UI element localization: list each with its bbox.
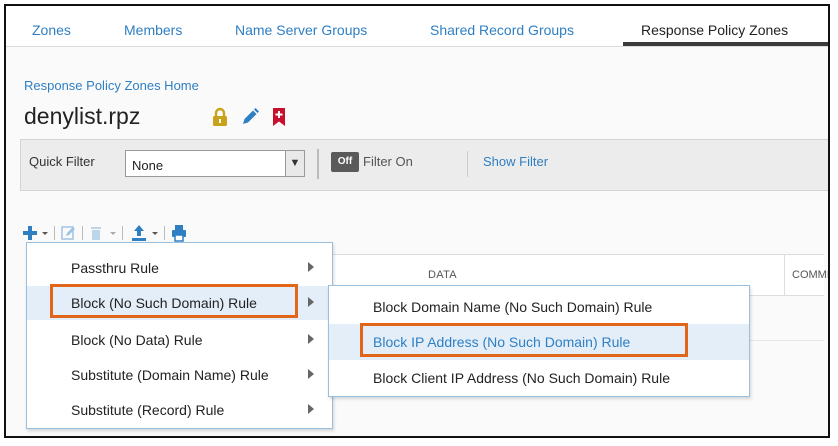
add-rule-menu: Passthru Rule Block (No Such Domain) Rul… (26, 242, 333, 429)
chevron-down-icon[interactable]: ▼ (285, 150, 305, 177)
print-icon[interactable] (170, 222, 188, 244)
divider (317, 149, 319, 179)
edit-icon[interactable] (60, 222, 76, 244)
add-icon[interactable] (22, 222, 38, 244)
quick-filter-value: None (132, 158, 164, 173)
menu-item-substitute-domain-name-rule[interactable]: Substitute (Domain Name) Rule (27, 358, 332, 392)
upload-icon[interactable] (130, 222, 148, 244)
upload-dropdown-chevron-icon[interactable] (150, 222, 160, 244)
delete-icon[interactable] (88, 222, 104, 244)
block-no-such-domain-submenu: Block Domain Name (No Such Domain) Rule … (328, 285, 750, 397)
submenu-item-block-domain-name[interactable]: Block Domain Name (No Such Domain) Rule (329, 289, 749, 325)
menu-item-passthru-rule[interactable]: Passthru Rule (27, 251, 332, 285)
quick-filter-bar: Quick Filter None ▼ Off Filter On Show F… (20, 139, 828, 191)
column-header-comment[interactable]: COMME (792, 269, 830, 281)
delete-dropdown-chevron-icon[interactable] (108, 222, 118, 244)
page-title: denylist.rpz (24, 103, 141, 129)
tab-members[interactable]: Members (124, 22, 183, 38)
filter-on-label: Filter On (363, 154, 413, 169)
menu-item-block-no-such-domain-rule[interactable]: Block (No Such Domain) Rule (27, 286, 332, 320)
tab-zones[interactable]: Zones (32, 22, 71, 38)
menu-item-label: Passthru Rule (71, 260, 159, 276)
divider (54, 226, 55, 240)
quick-filter-label: Quick Filter (29, 154, 95, 169)
chevron-right-icon (308, 404, 314, 414)
tab-response-policy-zones[interactable]: Response Policy Zones (641, 22, 789, 38)
highlight-box (360, 323, 688, 357)
menu-item-label: Substitute (Record) Rule (71, 402, 225, 418)
column-header-data[interactable]: DATA (428, 269, 457, 281)
tab-name-server-groups[interactable]: Name Server Groups (235, 22, 368, 38)
add-dropdown-chevron-icon[interactable] (40, 222, 50, 244)
menu-item-block-no-data-rule[interactable]: Block (No Data) Rule (27, 323, 332, 357)
highlight-box (50, 284, 298, 318)
active-tab-indicator (623, 42, 828, 46)
divider (82, 226, 83, 240)
tab-bar: Zones Members Name Server Groups Shared … (6, 6, 828, 47)
divider (164, 226, 165, 240)
chevron-right-icon (308, 262, 314, 272)
menu-item-label: Block (No Data) Rule (71, 332, 203, 348)
menu-item-label: Block (No Such Domain) Rule (71, 295, 257, 311)
chevron-right-icon (308, 297, 314, 307)
column-divider (784, 255, 785, 295)
breadcrumb[interactable]: Response Policy Zones Home (24, 78, 199, 93)
submenu-item-label: Block Client IP Address (No Such Domain)… (373, 370, 670, 386)
pencil-icon[interactable] (240, 107, 260, 127)
chevron-right-icon (308, 369, 314, 379)
toolbar (20, 222, 320, 244)
menu-item-label: Substitute (Domain Name) Rule (71, 367, 269, 383)
bookmark-add-icon[interactable] (270, 107, 288, 127)
divider (467, 151, 468, 177)
show-filter-link[interactable]: Show Filter (483, 154, 549, 169)
submenu-item-label: Block Domain Name (No Such Domain) Rule (373, 299, 653, 315)
app-frame: Zones Members Name Server Groups Shared … (4, 4, 830, 438)
menu-item-substitute-record-rule[interactable]: Substitute (Record) Rule (27, 393, 332, 427)
filter-toggle[interactable]: Off (331, 152, 359, 172)
submenu-item-label: Block IP Address (No Such Domain) Rule (373, 334, 631, 350)
chevron-right-icon (308, 334, 314, 344)
tab-shared-record-groups[interactable]: Shared Record Groups (430, 22, 574, 38)
quick-filter-select[interactable]: None ▼ (125, 150, 305, 177)
submenu-item-block-client-ip-address[interactable]: Block Client IP Address (No Such Domain)… (329, 360, 749, 396)
divider (122, 226, 123, 240)
lock-icon[interactable] (211, 107, 229, 127)
